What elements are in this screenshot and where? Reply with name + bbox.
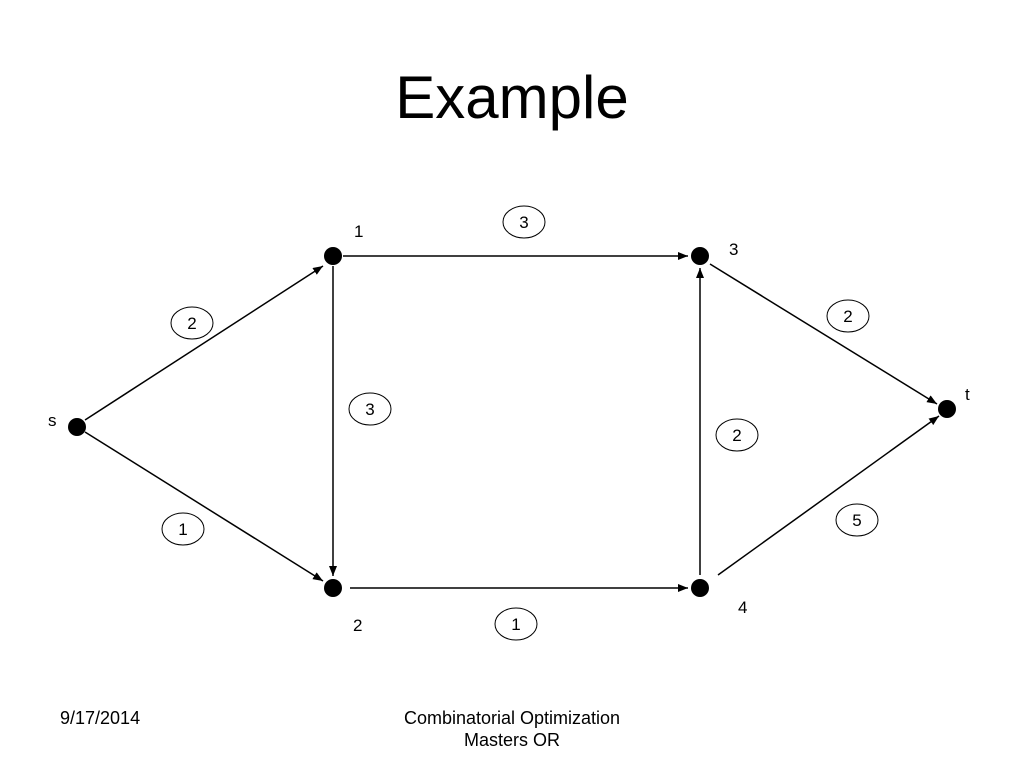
weight-s-2: 1	[161, 512, 205, 546]
weight-label-4-t: 5	[852, 511, 861, 530]
node-label-4: 4	[738, 598, 747, 617]
weight-label-1-2: 3	[365, 400, 374, 419]
edge-s-1	[84, 265, 324, 421]
weight-label-s-1: 2	[187, 314, 196, 333]
node-label-1: 1	[354, 222, 363, 241]
node-label-3: 3	[729, 240, 738, 259]
weight-1-2: 3	[348, 392, 392, 426]
weight-4-t: 5	[835, 503, 879, 537]
node-2	[324, 579, 342, 597]
node-label-2: 2	[353, 616, 362, 635]
node-3	[691, 247, 709, 265]
edge-4-t	[717, 415, 940, 576]
node-label-s: s	[48, 411, 57, 430]
footer-course-line1: Combinatorial Optimization	[403, 708, 621, 728]
node-t	[938, 400, 956, 418]
weight-label-3-t: 2	[843, 307, 852, 326]
footer-course: Combinatorial Optimization Masters OR	[312, 707, 712, 751]
weight-4-3: 2	[715, 418, 759, 452]
weight-label-4-3: 2	[732, 426, 741, 445]
slide-title: Example	[395, 64, 629, 131]
weight-label-s-2: 1	[178, 520, 187, 539]
node-label-t: t	[965, 385, 970, 404]
weight-s-1: 2	[170, 306, 214, 340]
footer-date: 9/17/2014	[60, 708, 141, 728]
weight-2-4: 1	[494, 607, 538, 641]
weight-1-3: 3	[502, 205, 546, 239]
edge-3-t	[709, 263, 938, 405]
weight-label-1-3: 3	[519, 213, 528, 232]
node-1	[324, 247, 342, 265]
footer-course-line2: Masters OR	[463, 730, 560, 750]
node-s	[68, 418, 86, 436]
weight-label-2-4: 1	[511, 615, 520, 634]
weight-3-t: 2	[826, 299, 870, 333]
node-4	[691, 579, 709, 597]
edge-s-2	[84, 431, 324, 582]
